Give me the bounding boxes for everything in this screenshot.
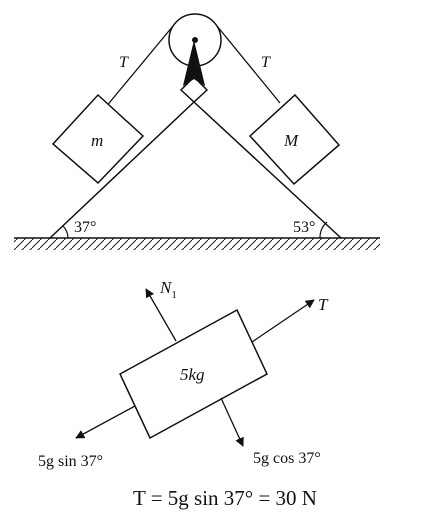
block-m-label: m xyxy=(91,131,103,150)
block-M xyxy=(248,93,341,186)
ground-hatch xyxy=(14,238,380,250)
free-body-diagram: N1 T 5kg 5g sin 37° 5g cos 37° xyxy=(38,278,329,470)
string-right xyxy=(216,25,281,104)
angle-arc-left xyxy=(62,225,69,239)
string-left-label: T xyxy=(119,54,129,71)
normal-force-label: N1 xyxy=(159,278,177,301)
string-right-label: T xyxy=(261,54,271,71)
perpendicular-arrow xyxy=(220,397,244,447)
pulley-support-top xyxy=(183,40,205,86)
block-m xyxy=(51,93,145,185)
angle-right-label: 53° xyxy=(293,219,315,236)
parallel-arrow xyxy=(75,405,136,439)
perpendicular-component-label: 5g cos 37° xyxy=(253,450,321,467)
angle-arc-right xyxy=(319,221,328,239)
fbd-block xyxy=(119,308,268,440)
tension-arrow xyxy=(251,299,315,343)
equation: T = 5g sin 37° = 30 N xyxy=(133,486,317,510)
angle-left-label: 37° xyxy=(74,219,96,236)
pulley-axle xyxy=(192,37,198,43)
pulley-mount xyxy=(179,75,209,104)
mass-label: 5kg xyxy=(180,365,205,384)
parallel-component-label: 5g sin 37° xyxy=(38,453,103,470)
tension-label: T xyxy=(318,295,329,314)
string-left xyxy=(104,25,174,109)
incline-figure: T T m M 37° 53° xyxy=(14,13,380,250)
block-M-label: M xyxy=(283,131,299,150)
normal-arrow xyxy=(145,288,177,342)
